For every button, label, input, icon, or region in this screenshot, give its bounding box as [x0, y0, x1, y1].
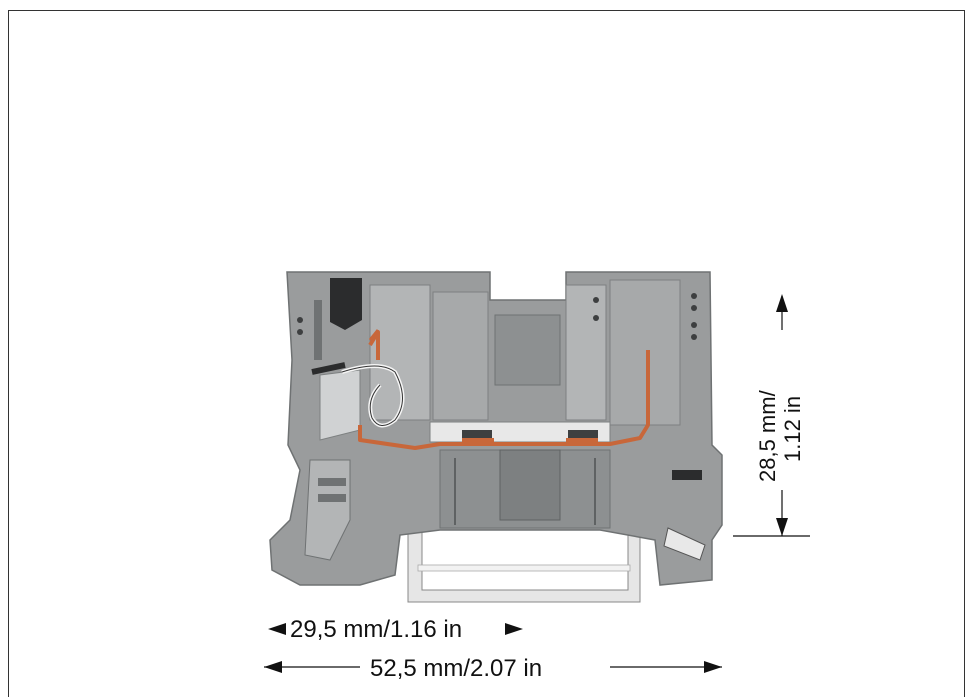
terminal-block-housing	[269, 271, 723, 586]
height-in-label: 1.12 in	[780, 396, 805, 462]
width-small-dimension: 29,5 mm/1.16 in	[268, 616, 523, 643]
width-total-dimension: 52,5 mm/2.07 in	[264, 655, 722, 682]
conductor-path	[358, 329, 650, 450]
width-small-label: 29,5 mm/1.16 in	[290, 616, 462, 643]
drawing-frame	[8, 10, 965, 697]
width-total-label: 52,5 mm/2.07 in	[370, 655, 542, 682]
height-dimension: 28,5 mm/ 1.12 in	[733, 294, 810, 537]
din-rail-foot	[407, 519, 641, 603]
height-mm-label: 28,5 mm/	[755, 389, 780, 482]
